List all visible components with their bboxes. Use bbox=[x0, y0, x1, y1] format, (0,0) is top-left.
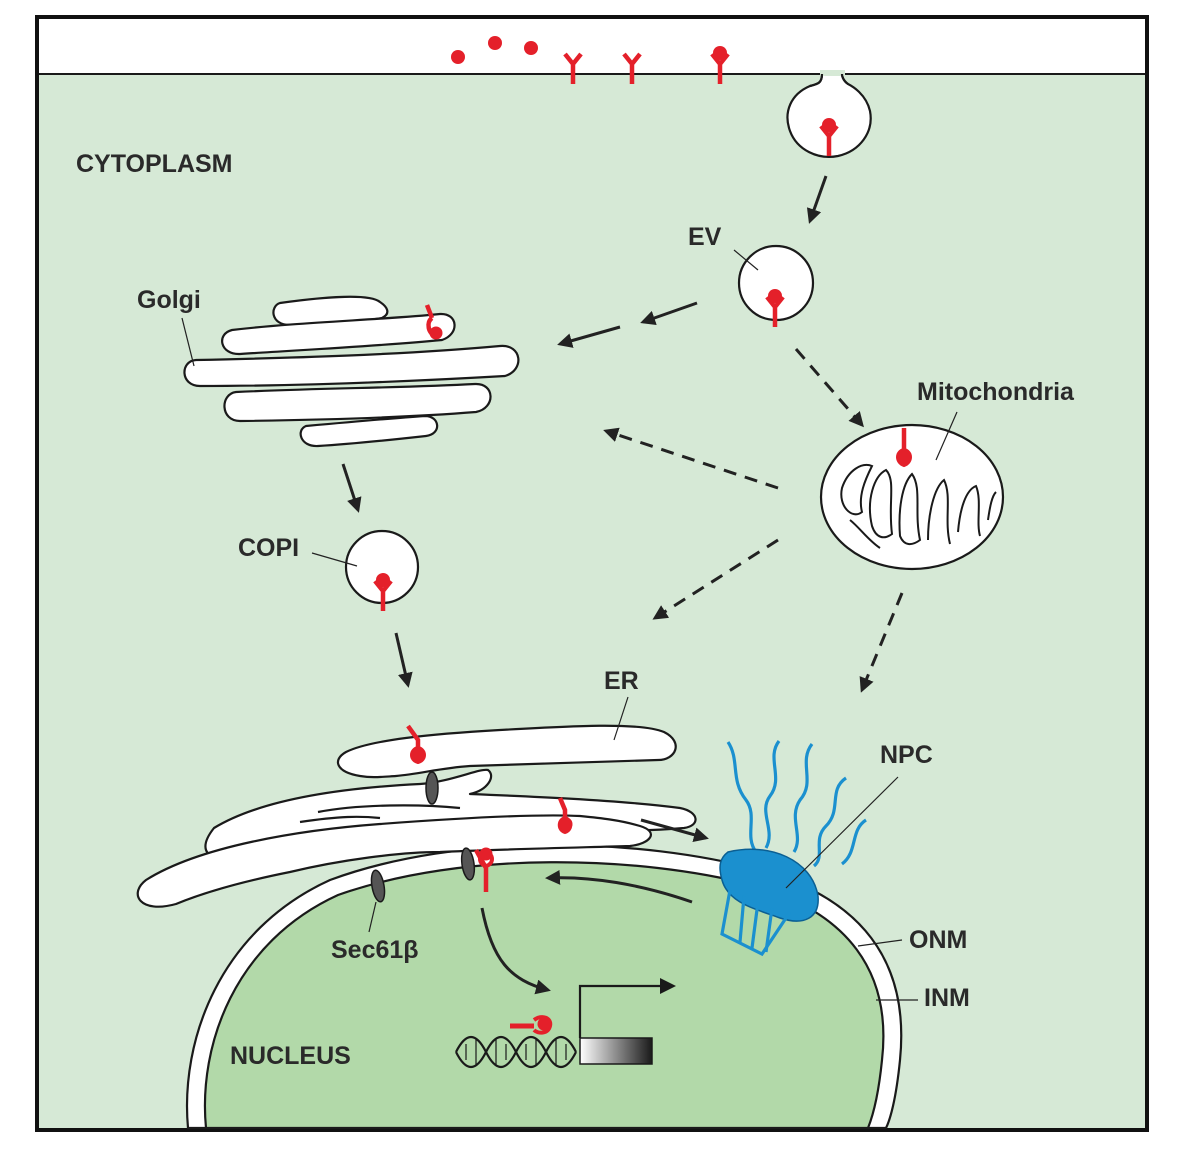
arrow-pit-to-ev bbox=[806, 175, 828, 224]
transcription-start-arrow bbox=[578, 984, 660, 1038]
arrow-inm-to-gene bbox=[480, 907, 551, 995]
onm-label: ONM bbox=[909, 926, 967, 954]
inm-receptor bbox=[474, 847, 494, 892]
mitochondria-label: Mitochondria bbox=[917, 378, 1075, 406]
golgi-apparatus bbox=[183, 295, 520, 448]
ev-leader-line bbox=[733, 249, 759, 271]
copi-leader-line bbox=[311, 552, 358, 567]
arrow-mitochondria-to-golgi bbox=[603, 427, 779, 490]
arrow-copi-to-er bbox=[394, 632, 413, 688]
er-label: ER bbox=[604, 667, 639, 695]
extracellular-ligands bbox=[451, 36, 538, 64]
copi-label: COPI bbox=[238, 534, 299, 562]
nuclear-pore-complex bbox=[719, 740, 867, 957]
arrow-mitochondria-to-npc bbox=[859, 592, 904, 693]
nucleoplasm bbox=[203, 861, 885, 1130]
sec61b-label: Sec61β bbox=[331, 936, 419, 964]
arrow-mitochondria-to-er bbox=[652, 538, 779, 620]
onm-leader-line bbox=[857, 939, 903, 947]
golgi-label: Golgi bbox=[137, 286, 201, 314]
endocytic-vesicle bbox=[737, 244, 815, 327]
sec61-translocons bbox=[370, 771, 476, 903]
npc-label: NPC bbox=[880, 741, 933, 769]
nucleus bbox=[185, 843, 903, 1130]
arrow-ev-to-golgi-1 bbox=[640, 301, 698, 326]
sec61b-leader-line bbox=[368, 901, 377, 933]
er-leader-line bbox=[613, 696, 629, 741]
extracellular-region bbox=[37, 17, 1147, 74]
mitochondria-leader-line bbox=[935, 411, 958, 461]
mitochondrion bbox=[819, 423, 1005, 571]
endoplasmic-reticulum bbox=[136, 724, 697, 908]
ev-label: EV bbox=[688, 223, 722, 251]
endocytic-pit bbox=[786, 70, 872, 157]
gene-body bbox=[579, 1037, 653, 1065]
inm-label: INM bbox=[924, 984, 970, 1012]
golgi-leader-line bbox=[181, 317, 195, 367]
copi-vesicle bbox=[344, 529, 420, 611]
nucleus-label: NUCLEUS bbox=[230, 1042, 351, 1070]
arrow-npc-to-inm bbox=[545, 869, 693, 904]
er-receptors bbox=[406, 724, 573, 835]
arrow-ev-to-mitochondria bbox=[794, 348, 864, 428]
figure-frame bbox=[35, 15, 1149, 1132]
arrow-ev-to-golgi-2 bbox=[557, 325, 621, 348]
cytoplasm-label: CYTOPLASM bbox=[76, 150, 233, 178]
arrow-er-to-npc bbox=[640, 818, 709, 843]
npc-leader-line bbox=[785, 776, 899, 889]
gene-promoter bbox=[455, 978, 676, 1069]
arrow-golgi-to-copi bbox=[341, 463, 362, 513]
